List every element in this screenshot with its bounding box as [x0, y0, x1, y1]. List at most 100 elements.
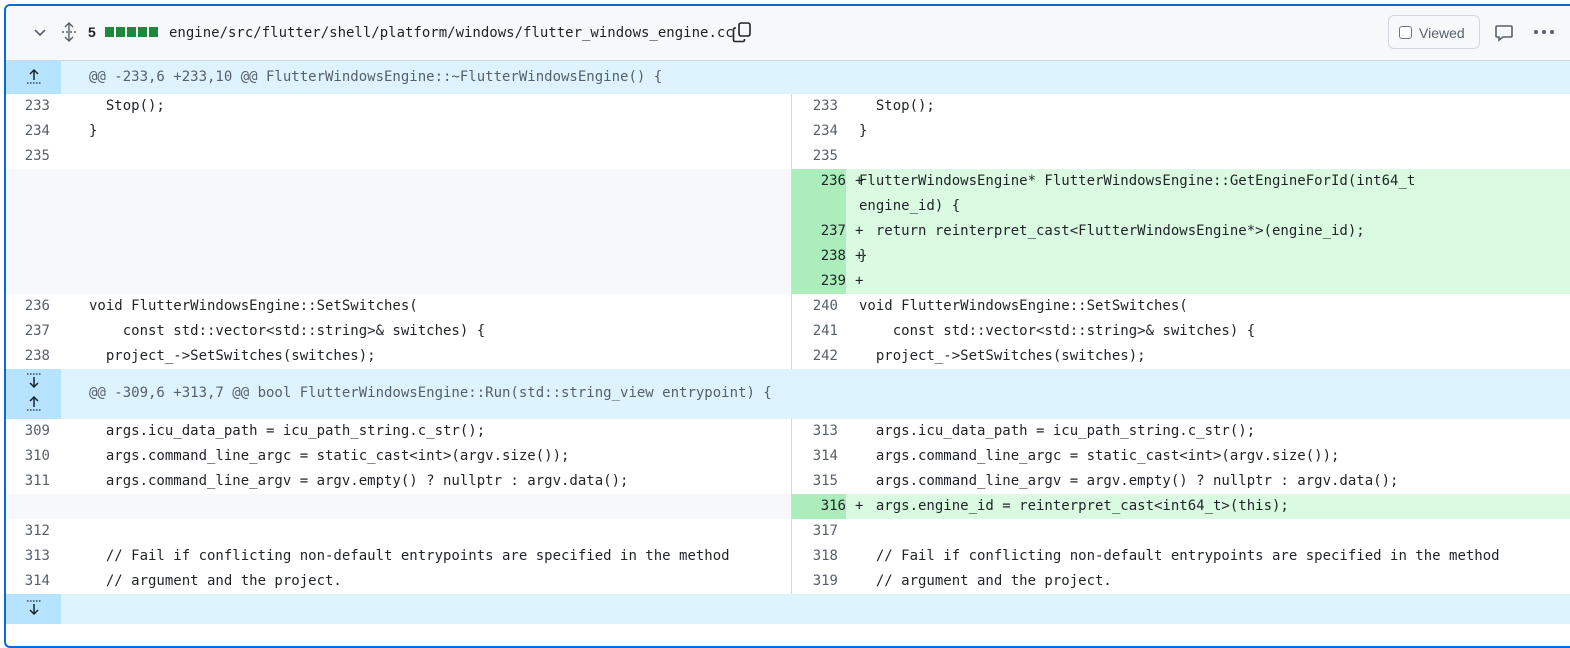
empty-cell — [6, 269, 792, 294]
code-line: return reinterpret_cast<FlutterWindowsEn… — [859, 223, 1365, 239]
file-header: 5 engine/src/flutter/shell/platform/wind… — [6, 6, 1570, 61]
code-line: void FlutterWindowsEngine::SetSwitches( — [89, 298, 418, 314]
line-number[interactable]: 241 — [812, 323, 838, 339]
code-line: args.command_line_argv = argv.empty() ? … — [859, 473, 1399, 489]
diff-row-added: 239 + — [6, 269, 1570, 294]
line-number[interactable]: 233 — [812, 98, 838, 114]
expand-up-icon — [27, 68, 41, 84]
line-number[interactable]: 235 — [812, 148, 838, 164]
code-line: args.icu_data_path = icu_path_string.c_s… — [89, 423, 486, 439]
diff-row: 234} 234} — [6, 119, 1570, 144]
code-line: // argument and the project. — [859, 573, 1112, 589]
expand-up-icon — [27, 395, 41, 411]
diff-row: 235 235 — [6, 144, 1570, 169]
line-number[interactable]: 313 — [24, 548, 50, 564]
line-number[interactable]: 314 — [812, 448, 838, 464]
empty-cell — [6, 169, 792, 219]
code-line: project_->SetSwitches(switches); — [859, 348, 1146, 364]
diff-row: 233 Stop(); 233 Stop(); — [6, 94, 1570, 119]
diff-row-added: 237 + return reinterpret_cast<FlutterWind… — [6, 219, 1570, 244]
diff-table: @@ -233,6 +233,10 @@ FlutterWindowsEngin… — [6, 61, 1570, 624]
diff-row: 312 317 — [6, 519, 1570, 544]
file-path[interactable]: engine/src/flutter/shell/platform/window… — [169, 25, 734, 41]
line-number[interactable]: 318 — [812, 548, 838, 564]
hunk-header-text: @@ -309,6 +313,7 @@ bool FlutterWindowsE… — [89, 385, 772, 401]
hunk-header: @@ -233,6 +233,10 @@ FlutterWindowsEngin… — [6, 61, 1570, 94]
line-number[interactable]: 234 — [24, 123, 50, 139]
code-line: // Fail if conflicting non-default entry… — [89, 548, 730, 564]
addition-marker: + — [855, 248, 864, 264]
hunk-header: @@ -309,6 +313,7 @@ bool FlutterWindowsE… — [6, 369, 1570, 419]
line-number[interactable]: 234 — [812, 123, 838, 139]
line-number[interactable]: 319 — [812, 573, 838, 589]
line-number[interactable]: 240 — [812, 298, 838, 314]
line-number[interactable]: 242 — [812, 348, 838, 364]
line-number[interactable]: 310 — [24, 448, 50, 464]
line-number[interactable]: 237 — [24, 323, 50, 339]
expand-down-button[interactable] — [6, 594, 61, 624]
line-number[interactable]: 313 — [812, 423, 838, 439]
diff-row: 310 args.command_line_argc = static_cast… — [6, 444, 1570, 469]
addition-marker: + — [855, 223, 864, 239]
diff-row: 313 // Fail if conflicting non-default e… — [6, 544, 1570, 569]
line-number[interactable]: 317 — [812, 523, 838, 539]
addition-marker: + — [855, 498, 864, 514]
code-line-wrap: engine_id) { — [859, 198, 961, 214]
diff-row-added: 236 + FlutterWindowsEngine* FlutterWindo… — [6, 169, 1570, 219]
hunk-footer — [6, 594, 1570, 624]
diffstat-bars — [105, 27, 158, 37]
line-number[interactable]: 314 — [24, 573, 50, 589]
diff-row: 237 const std::vector<std::string>& swit… — [6, 319, 1570, 344]
expand-button[interactable] — [6, 369, 61, 419]
line-number[interactable]: 309 — [24, 423, 50, 439]
viewed-button[interactable]: Viewed — [1388, 15, 1480, 49]
diff-file: 5 engine/src/flutter/shell/platform/wind… — [4, 4, 1570, 648]
line-number[interactable]: 233 — [24, 98, 50, 114]
diffstat-bar — [149, 27, 158, 37]
line-number[interactable]: 238 — [24, 348, 50, 364]
line-number[interactable]: 316 — [792, 494, 846, 519]
changes-count: 5 — [88, 24, 96, 40]
code-line: args.command_line_argc = static_cast<int… — [89, 448, 570, 464]
code-line: args.engine_id = reinterpret_cast<int64_… — [859, 498, 1289, 514]
hunk-header-text: @@ -233,6 +233,10 @@ FlutterWindowsEngin… — [89, 69, 663, 85]
viewed-checkbox[interactable] — [1399, 26, 1412, 39]
code-line: } — [859, 248, 868, 264]
expand-down-icon — [27, 600, 41, 616]
addition-marker: + — [855, 273, 864, 289]
empty-cell — [6, 244, 792, 269]
diff-row-added: 238 +} — [6, 244, 1570, 269]
code-line: FlutterWindowsEngine* FlutterWindowsEngi… — [859, 173, 1416, 189]
line-number[interactable]: 237 — [792, 219, 846, 244]
line-number[interactable]: 315 — [812, 473, 838, 489]
chevron-down-icon[interactable] — [32, 24, 48, 40]
diffstat-bar — [116, 27, 125, 37]
line-number[interactable]: 236 — [792, 169, 846, 219]
line-number[interactable]: 311 — [24, 473, 50, 489]
code-line: args.command_line_argc = static_cast<int… — [859, 448, 1340, 464]
diff-row: 236 void FlutterWindowsEngine::SetSwitche… — [6, 294, 1570, 319]
kebab-menu-icon[interactable] — [1532, 22, 1556, 42]
line-number[interactable]: 236 — [24, 298, 50, 314]
code-line: Stop(); — [89, 98, 165, 114]
code-line: // Fail if conflicting non-default entry… — [859, 548, 1500, 564]
code-line: Stop(); — [859, 98, 935, 114]
code-line: project_->SetSwitches(switches); — [89, 348, 376, 364]
viewed-label: Viewed — [1419, 25, 1465, 41]
code-line: void FlutterWindowsEngine::SetSwitches( — [859, 298, 1188, 314]
line-number[interactable]: 239 — [792, 269, 846, 294]
line-number[interactable]: 238 — [792, 244, 846, 269]
copy-icon[interactable] — [732, 21, 752, 43]
code-line: const std::vector<std::string>& switches… — [89, 323, 486, 339]
empty-cell — [6, 219, 792, 244]
diff-row: 314 // argument and the project. 319 // … — [6, 569, 1570, 594]
code-line: } — [859, 123, 868, 139]
expand-up-button[interactable] — [6, 61, 61, 94]
line-number[interactable]: 312 — [24, 523, 50, 539]
line-number[interactable]: 235 — [24, 148, 50, 164]
diff-row: 238 project_->SetSwitches(switches); 242… — [6, 344, 1570, 369]
diffstat-bar — [105, 27, 114, 37]
empty-cell — [6, 494, 792, 519]
expand-all-icon[interactable] — [60, 22, 78, 42]
comment-icon[interactable] — [1494, 23, 1514, 43]
